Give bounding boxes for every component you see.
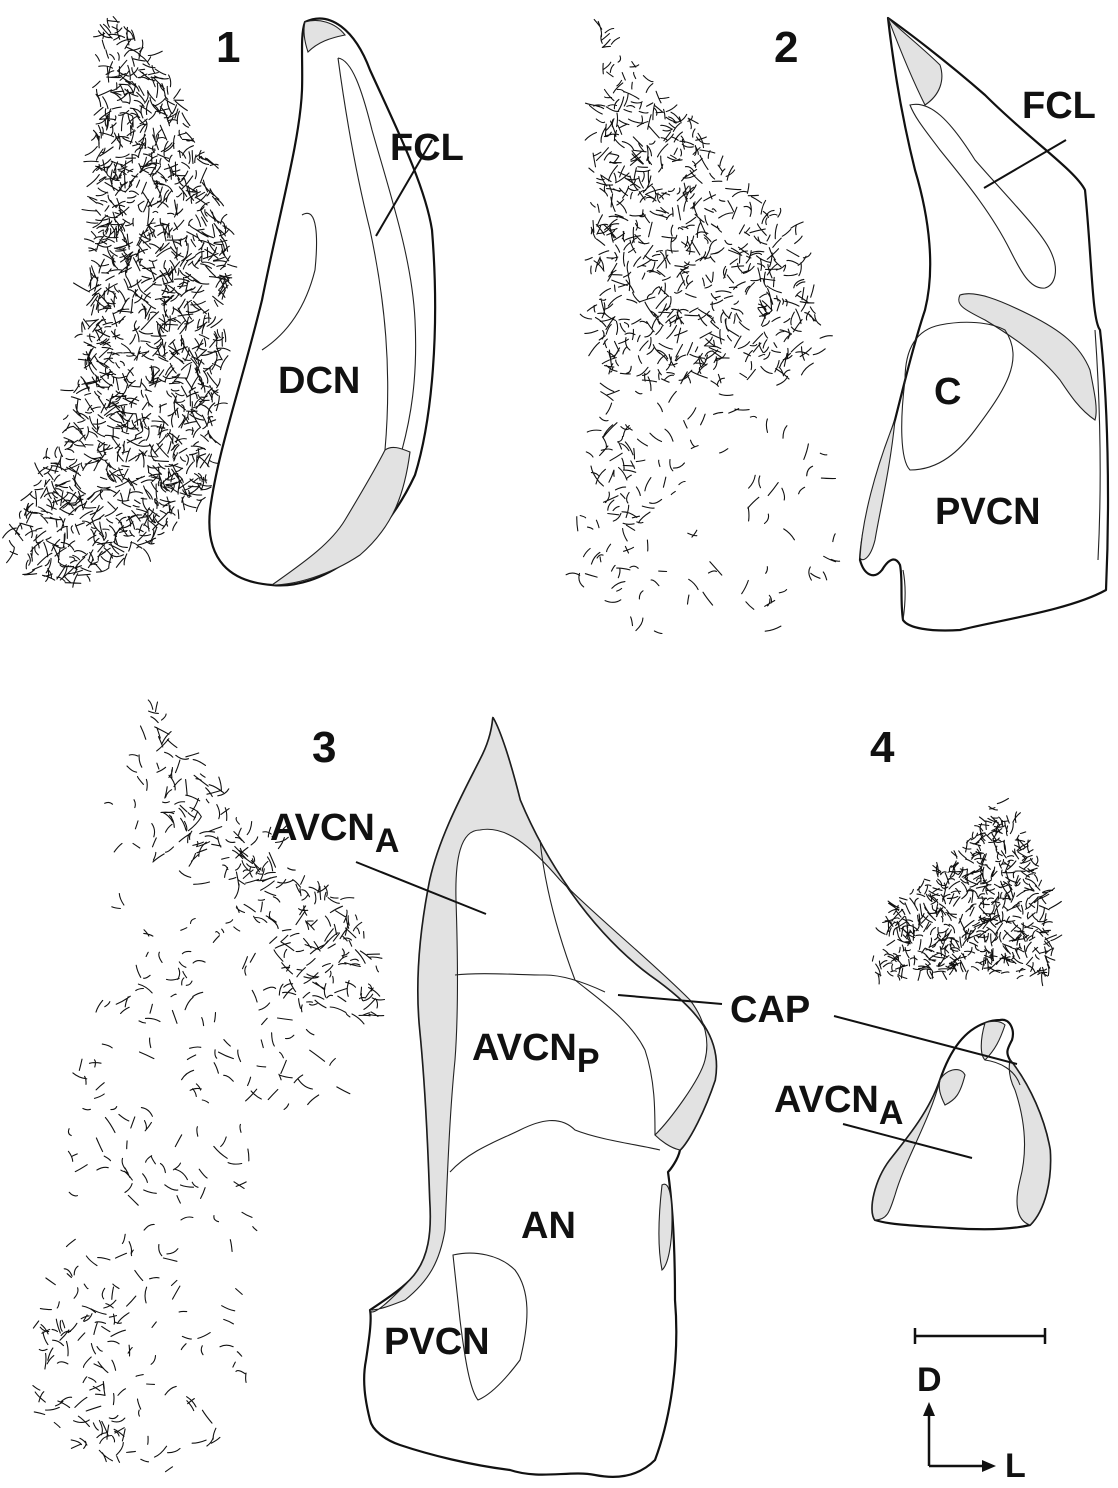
label-c: C bbox=[934, 371, 961, 413]
label-lateral: L bbox=[1005, 1447, 1026, 1485]
outline-panel-1 bbox=[209, 19, 435, 586]
label-dorsal: D bbox=[917, 1361, 942, 1399]
label-avcn-a-4: AVCNA bbox=[774, 1079, 903, 1132]
panel-number-4: 4 bbox=[870, 723, 895, 772]
label-dcn: DCN bbox=[278, 360, 360, 402]
label-cap: CAP bbox=[730, 989, 810, 1031]
orientation-axes bbox=[923, 1402, 996, 1472]
panel-number-1: 1 bbox=[216, 23, 240, 72]
label-pvcn-2: PVCN bbox=[935, 491, 1041, 533]
label-avcn-a-3: AVCNA bbox=[270, 807, 399, 860]
label-fcl-1: FCL bbox=[390, 127, 464, 169]
fiber-drawing-panel-2 bbox=[566, 20, 840, 634]
fiber-drawing-panel-1 bbox=[3, 17, 237, 588]
label-an: AN bbox=[521, 1205, 576, 1247]
fiber-strokes bbox=[566, 20, 840, 634]
fiber-strokes bbox=[3, 17, 237, 588]
panel-number-2: 2 bbox=[774, 23, 798, 72]
label-fcl-2: FCL bbox=[1022, 85, 1096, 127]
scale-bar bbox=[915, 1328, 1045, 1344]
panel-number-3: 3 bbox=[312, 723, 336, 772]
fiber-drawing-panel-4 bbox=[872, 799, 1061, 986]
fiber-strokes bbox=[872, 799, 1061, 986]
outline-panel-3 bbox=[364, 718, 716, 1477]
label-pvcn-3: PVCN bbox=[384, 1321, 490, 1363]
